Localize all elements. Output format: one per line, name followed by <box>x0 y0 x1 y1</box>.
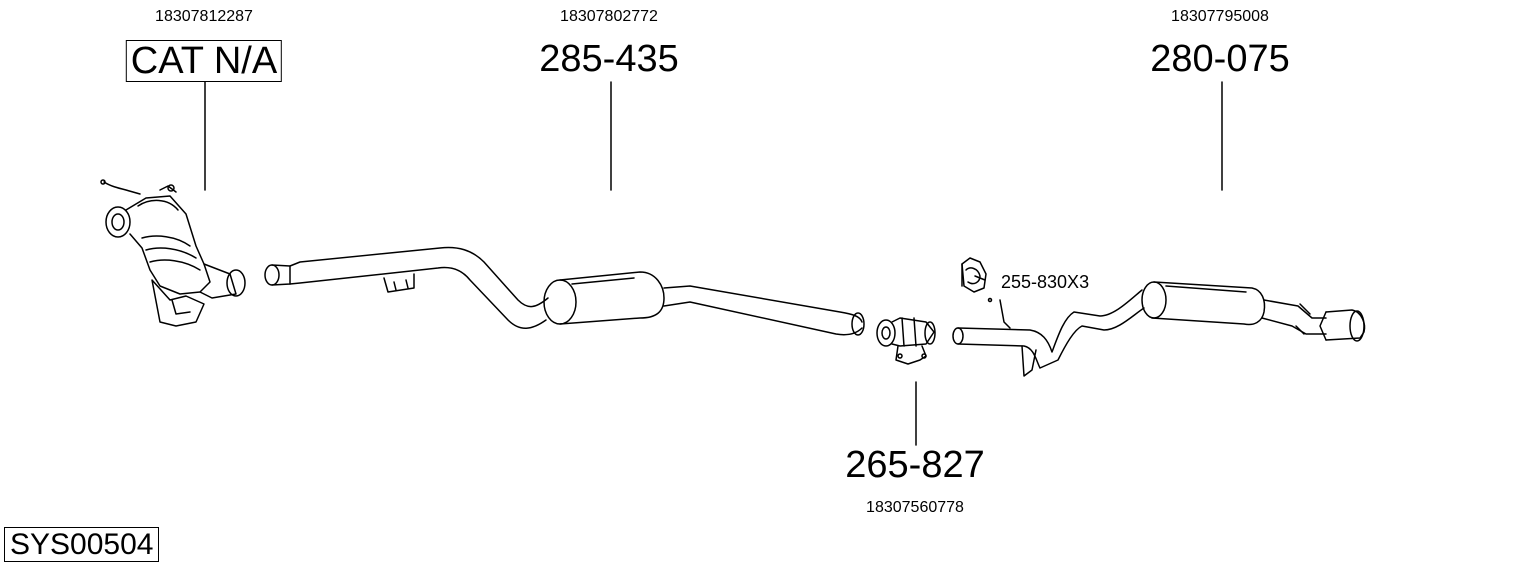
oe-number-cat: 18307812287 <box>155 8 253 25</box>
rubber-hanger-drawing <box>961 257 987 293</box>
oe-number-265-827: 18307560778 <box>866 499 964 516</box>
front-pipe-muffler-drawing <box>264 246 865 336</box>
part-number-cat[interactable]: CAT N/A <box>125 40 283 82</box>
oe-number-280-075: 18307795008 <box>1171 8 1269 25</box>
oe-number-285-435: 18307802772 <box>560 8 658 25</box>
rear-muffler-drawing <box>952 281 1366 377</box>
part-number-285-435[interactable]: 285-435 <box>539 38 679 80</box>
catalytic-converter-drawing <box>100 179 246 327</box>
pipe-clamp-drawing <box>876 317 936 365</box>
part-number-265-827[interactable]: 265-827 <box>845 444 985 486</box>
part-number-hanger[interactable]: 255-830X3 <box>1001 272 1090 292</box>
part-number-280-075[interactable]: 280-075 <box>1150 38 1290 80</box>
system-code: SYS00504 <box>4 527 160 562</box>
